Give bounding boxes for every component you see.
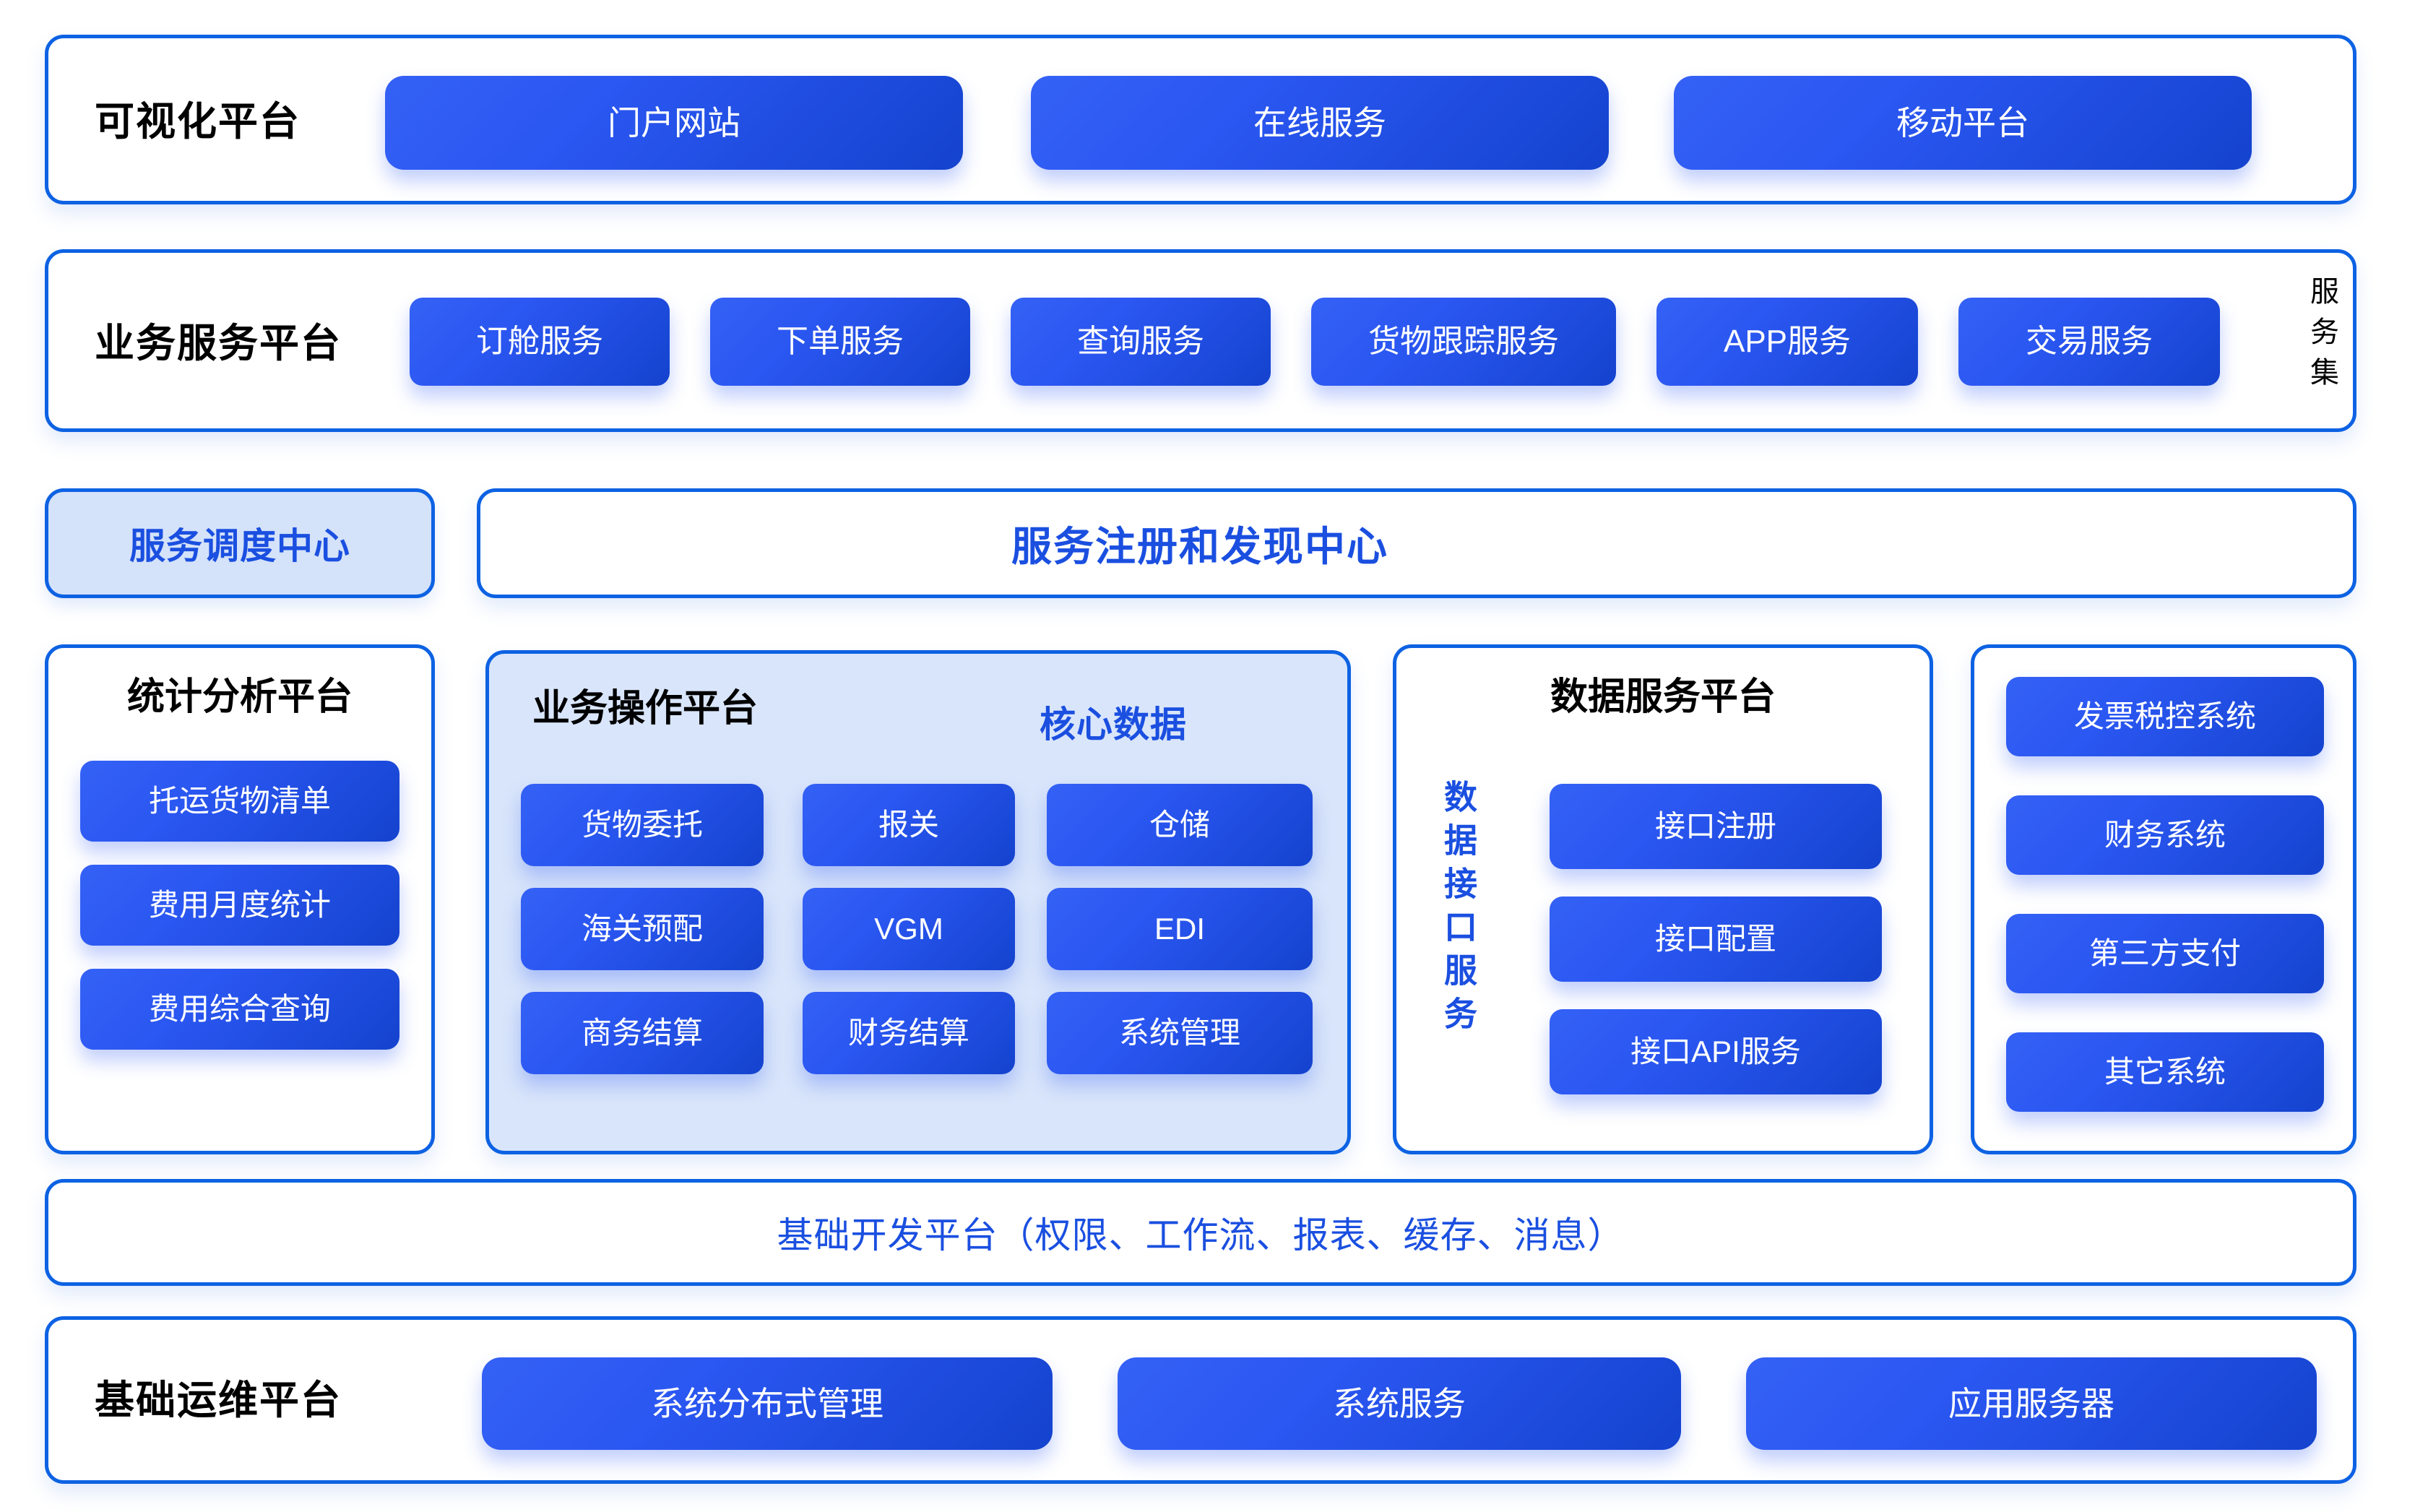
chip-portal-website[interactable]: 门户网站: [385, 76, 963, 170]
chip-finance-settlement[interactable]: 财务结算: [803, 992, 1015, 1074]
chip-mobile-platform[interactable]: 移动平台: [1674, 76, 2252, 170]
visualization-platform-title: 可视化平台: [95, 99, 301, 144]
service-registry-discovery-center: 服务注册和发现中心: [477, 488, 2356, 598]
chip-interface-api-service[interactable]: 接口API服务: [1550, 1009, 1882, 1094]
chip-comprehensive-fee-query[interactable]: 费用综合查询: [80, 969, 399, 1050]
basic-development-platform-label: 基础开发平台（权限、工作流、报表、缓存、消息）: [777, 1215, 1625, 1256]
chip-customs-pre-allocation[interactable]: 海关预配: [521, 888, 764, 970]
chip-application-server[interactable]: 应用服务器: [1746, 1357, 2317, 1450]
business-service-platform-section: 业务服务平台 服务集 订舱服务 下单服务 查询服务 货物跟踪服务 APP服务 交…: [45, 249, 2356, 432]
visualization-platform-section: 可视化平台 门户网站 在线服务 移动平台: [45, 35, 2356, 204]
chip-finance-system[interactable]: 财务系统: [2006, 795, 2324, 875]
chip-monthly-fee-statistics[interactable]: 费用月度统计: [80, 865, 399, 946]
chip-vgm[interactable]: VGM: [803, 888, 1015, 970]
business-operation-platform-title: 业务操作平台: [532, 688, 759, 730]
chip-trade-service[interactable]: 交易服务: [1958, 298, 2220, 386]
basic-operations-platform-section: 基础运维平台 系统分布式管理 系统服务 应用服务器: [45, 1316, 2356, 1484]
core-data-label: 核心数据: [1040, 704, 1187, 745]
data-interface-service-side-label: 数据接口服务: [1440, 779, 1477, 1040]
statistics-analysis-platform-title: 统计分析平台: [126, 676, 353, 718]
chip-system-service[interactable]: 系统服务: [1118, 1357, 1681, 1450]
chip-interface-registration[interactable]: 接口注册: [1550, 784, 1882, 869]
chip-system-distributed-management[interactable]: 系统分布式管理: [482, 1357, 1053, 1450]
business-operation-platform-section: 业务操作平台 核心数据 货物委托 报关 仓储 海关预配 VGM EDI 商务结算…: [485, 650, 1351, 1154]
chip-edi[interactable]: EDI: [1047, 888, 1313, 970]
chip-app-service[interactable]: APP服务: [1656, 298, 1918, 386]
chip-other-systems[interactable]: 其它系统: [2006, 1032, 2324, 1112]
chip-booking-service[interactable]: 订舱服务: [410, 298, 670, 386]
chip-customs-declaration[interactable]: 报关: [803, 784, 1015, 866]
statistics-analysis-platform-section: 统计分析平台 托运货物清单 费用月度统计 费用综合查询: [45, 644, 435, 1154]
external-systems-section: 发票税控系统 财务系统 第三方支付 其它系统: [1971, 644, 2356, 1154]
chip-third-party-payment[interactable]: 第三方支付: [2006, 914, 2324, 993]
service-set-side-label: 服务集: [2306, 276, 2338, 397]
basic-development-platform-section: 基础开发平台（权限、工作流、报表、缓存、消息）: [45, 1179, 2356, 1286]
chip-cargo-entrustment[interactable]: 货物委托: [521, 784, 764, 866]
chip-system-management[interactable]: 系统管理: [1047, 992, 1313, 1074]
chip-cargo-tracking-service[interactable]: 货物跟踪服务: [1311, 298, 1616, 386]
business-service-platform-title: 业务服务平台: [95, 321, 342, 366]
data-service-platform-title: 数据服务平台: [1550, 676, 1776, 718]
chip-business-settlement[interactable]: 商务结算: [521, 992, 764, 1074]
chip-interface-configuration[interactable]: 接口配置: [1550, 897, 1882, 982]
service-dispatch-center-label: 服务调度中心: [129, 526, 350, 566]
service-registry-discovery-center-label: 服务注册和发现中心: [1011, 523, 1388, 569]
chip-consigned-cargo-list[interactable]: 托运货物清单: [80, 761, 399, 842]
chip-invoice-tax-control-system[interactable]: 发票税控系统: [2006, 677, 2324, 756]
chip-online-service[interactable]: 在线服务: [1031, 76, 1609, 170]
chip-warehousing[interactable]: 仓储: [1047, 784, 1313, 866]
service-dispatch-center[interactable]: 服务调度中心: [45, 488, 435, 598]
basic-operations-platform-title: 基础运维平台: [95, 1378, 342, 1422]
chip-query-service[interactable]: 查询服务: [1011, 298, 1271, 386]
data-service-platform-section: 数据服务平台 数据接口服务 接口注册 接口配置 接口API服务: [1393, 644, 1933, 1154]
chip-order-service[interactable]: 下单服务: [710, 298, 970, 386]
